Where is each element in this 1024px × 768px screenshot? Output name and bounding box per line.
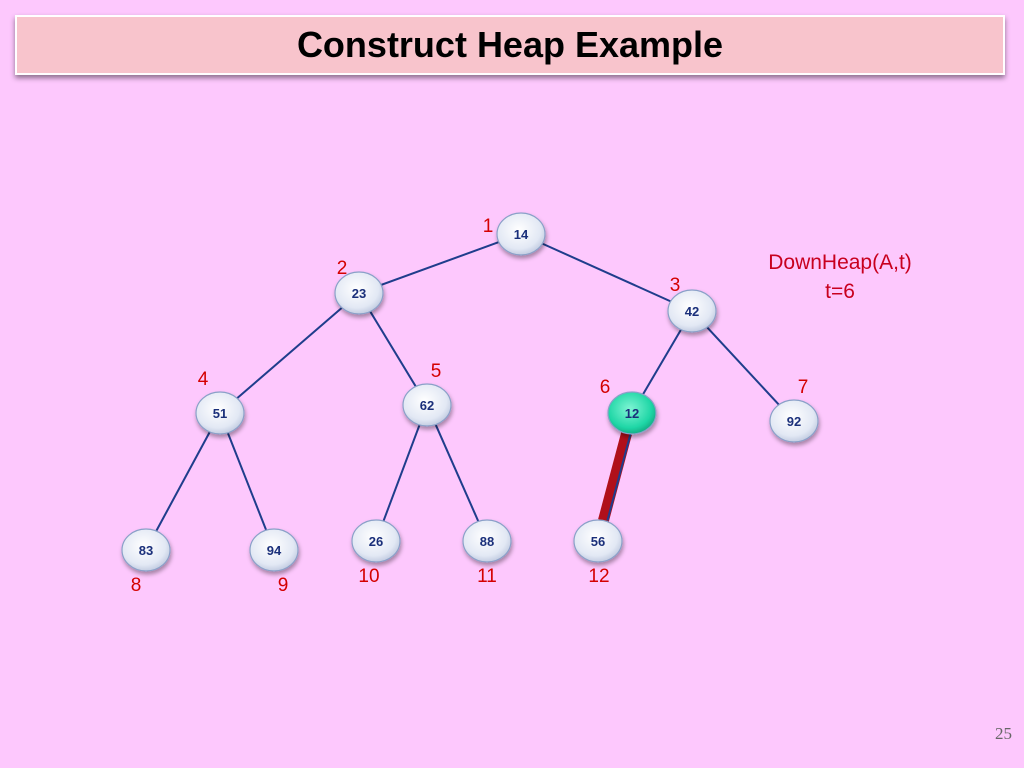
- node-value: 51: [213, 406, 227, 421]
- node-bubble: [667, 289, 717, 333]
- node-value: 56: [591, 534, 605, 549]
- tree-edges: [155, 241, 780, 532]
- node-bubble: [249, 528, 299, 572]
- node-value: 83: [139, 543, 153, 558]
- edge-3-7: [706, 326, 780, 406]
- highlighted-edge-inner: [606, 433, 632, 521]
- heap-node-2: 23: [334, 271, 384, 315]
- node-index-4: 4: [198, 369, 209, 390]
- node-bubble: [402, 383, 452, 427]
- node-value: 12: [625, 406, 639, 421]
- node-bubble: [769, 399, 819, 443]
- heap-node-3: 42: [667, 289, 717, 333]
- node-bubble: [607, 391, 657, 435]
- heap-node-11: 88: [462, 519, 512, 563]
- node-bubble: [351, 519, 401, 563]
- node-index-9: 9: [278, 575, 289, 596]
- node-bubble: [195, 391, 245, 435]
- edge-4-9: [226, 432, 268, 531]
- edge-4-8: [155, 431, 211, 532]
- node-value: 62: [420, 398, 434, 413]
- node-value: 42: [685, 304, 699, 319]
- edge-1-2: [380, 241, 500, 286]
- edge-1-3: [541, 242, 672, 303]
- edge-2-4: [236, 306, 343, 400]
- node-bubble: [573, 519, 623, 563]
- node-value: 23: [352, 286, 366, 301]
- edge-5-10: [382, 424, 421, 522]
- heap-node-8: 83: [121, 528, 171, 572]
- node-bubble: [462, 519, 512, 563]
- node-index-6: 6: [600, 377, 611, 398]
- node-index-11: 11: [477, 566, 497, 587]
- node-value: 94: [267, 543, 282, 558]
- node-index-10: 10: [358, 566, 379, 587]
- heap-node-4: 51: [195, 391, 245, 435]
- title-bar: Construct Heap Example: [15, 15, 1005, 75]
- node-bubble: [121, 528, 171, 572]
- edge-2-5: [369, 311, 417, 387]
- heap-node-9: 94: [249, 528, 299, 572]
- heap-node-10: 26: [351, 519, 401, 563]
- node-value: 88: [480, 534, 494, 549]
- downheap-annotation: DownHeap(A,t) t=6: [740, 248, 940, 306]
- node-bubble: [334, 271, 384, 315]
- node-index-7: 7: [798, 377, 809, 398]
- node-index-2: 2: [337, 258, 348, 279]
- downheap-call-label: DownHeap(A,t): [768, 251, 912, 274]
- highlighted-edge-6-12: [598, 432, 632, 522]
- node-value: 92: [787, 414, 801, 429]
- edge-5-11: [434, 424, 480, 522]
- t-value-label: t=6: [825, 280, 855, 303]
- node-index-12: 12: [588, 566, 609, 587]
- slide-title: Construct Heap Example: [296, 24, 724, 65]
- heap-node-1: 14: [496, 212, 546, 256]
- heap-node-5: 62: [402, 383, 452, 427]
- node-value: 26: [369, 534, 383, 549]
- heap-node-7: 92: [769, 399, 819, 443]
- heap-node-12: 56: [573, 519, 623, 563]
- node-index-1: 1: [483, 216, 494, 237]
- node-bubble: [496, 212, 546, 256]
- page-number: 25: [995, 724, 1012, 743]
- heap-node-6: 12: [607, 391, 657, 435]
- edge-3-6: [642, 329, 682, 395]
- node-index-3: 3: [670, 275, 681, 296]
- node-index-5: 5: [431, 361, 442, 382]
- node-index-8: 8: [131, 575, 142, 596]
- node-value: 14: [514, 227, 529, 242]
